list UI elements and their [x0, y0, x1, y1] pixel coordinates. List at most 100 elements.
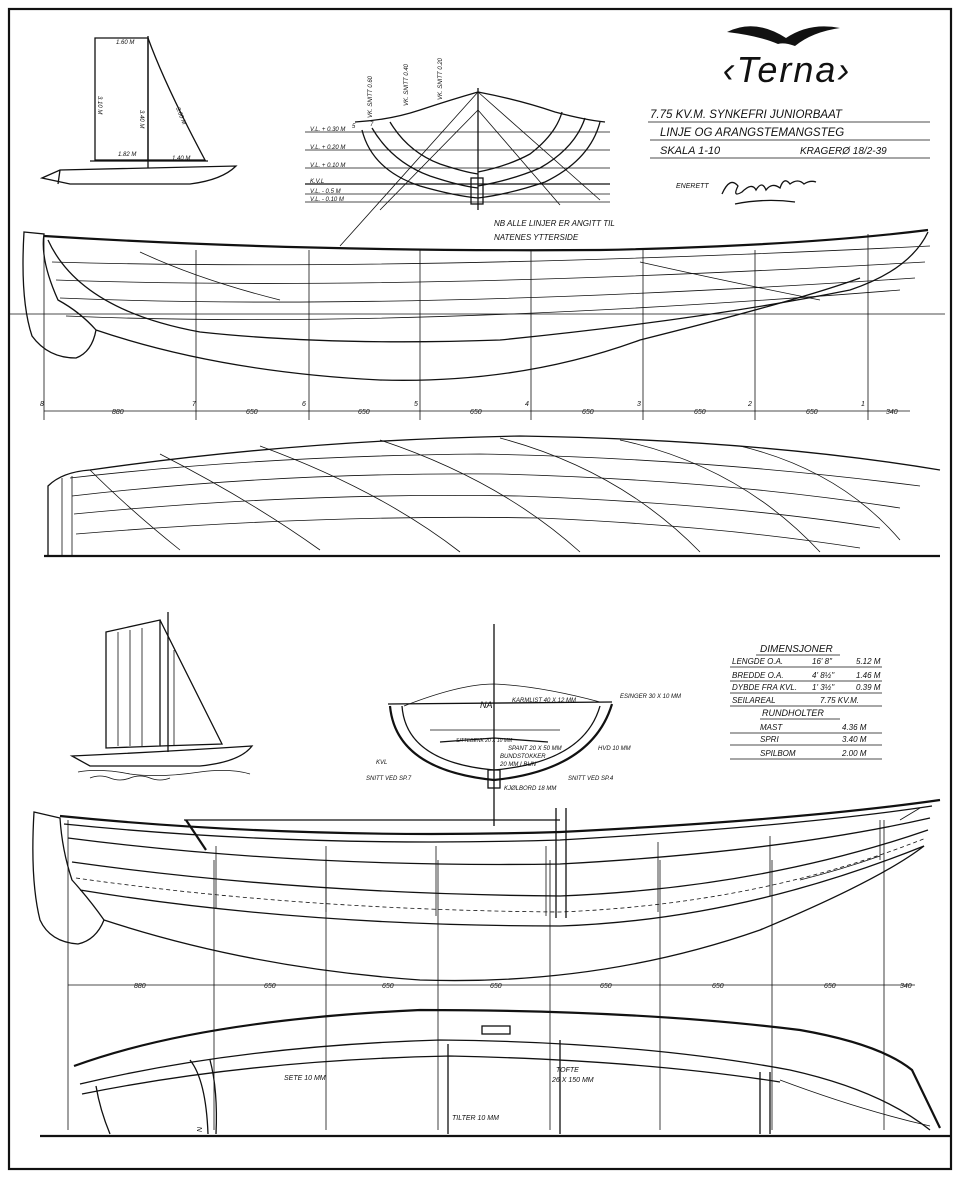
con-spacing-1: 880	[134, 983, 146, 990]
dim-row-4-label: SEILAREAL	[732, 696, 776, 705]
station-spacing-1: 880	[112, 409, 124, 416]
wl-label-2: V.L. + 0.20 M	[310, 145, 345, 151]
station-label-7: 7	[192, 401, 197, 408]
sail-leech: 3.60 M	[174, 107, 186, 126]
dim-row-2-metric: 1.46 M	[856, 671, 881, 680]
mid-kvl: KVL	[376, 760, 387, 766]
con-spacing-3: 650	[382, 983, 394, 990]
construction-profile	[32, 798, 941, 982]
dim-row-3-imperial: 1' 3½"	[812, 683, 835, 692]
construction-dimension-line: 880 650 650 650 650 650 650 340	[67, 820, 915, 1130]
dimensions-table: DIMENSJONER LENGDE O.A. 16' 8" 5.12 M BR…	[730, 644, 882, 760]
sail-mast: 3.40 M	[138, 110, 144, 128]
dim-title: DIMENSJONER	[760, 644, 833, 655]
rund-title: RUNDHOLTER	[762, 708, 824, 718]
wl-label-6: V.L. - 0.10 M	[310, 197, 344, 203]
drawing-title: ‹Terna›	[723, 49, 852, 90]
header-enerett: ENERETT	[676, 183, 709, 190]
profile-view	[10, 228, 945, 420]
rund-row-2-value: 3.40 M	[842, 735, 867, 744]
sail-luff: 3.10 M	[96, 96, 102, 114]
station-label-3: 3	[637, 401, 641, 408]
header-line-2: LINJE OG ARANGSTEMANGSTEG	[660, 127, 844, 139]
mid-na: NA	[480, 700, 493, 710]
section-label-1: VK. SNITT 0.60	[368, 75, 374, 118]
con-tilter: TILTER 10 MM	[452, 1115, 499, 1122]
mid-snitt4: SNITT VED SP.4	[568, 776, 614, 782]
con-sete: SETE 10 MM	[284, 1075, 326, 1082]
station-label-2: 2	[747, 401, 752, 408]
note-line-2: NATENES YTTERSIDE	[494, 233, 579, 242]
gull-logo-icon	[727, 26, 840, 46]
con-spacing-5: 650	[600, 983, 612, 990]
con-spacing-4: 650	[490, 983, 502, 990]
mid-bundstokker: BUNDSTOKKER	[500, 754, 546, 760]
body-plan: VK. SNITT 0.60 VK. SNITT 0.40 VK. SNITT …	[305, 57, 610, 247]
station-spacing-3: 650	[358, 409, 370, 416]
half-breadth-view	[44, 435, 941, 558]
con-nm: N	[197, 1126, 204, 1132]
midship-section: NA KARMLIST 40 X 12 MM ESINGER 30 X 10 M…	[366, 624, 681, 826]
dim-row-3-metric: 0.39 M	[856, 683, 881, 692]
station-spacing-5: 650	[582, 409, 594, 416]
rund-row-2-label: SPRI	[760, 735, 779, 744]
station-spacing-4: 650	[470, 409, 482, 416]
station-label-5: 5	[414, 401, 418, 408]
station-label-4: 4	[525, 401, 529, 408]
station-spacing-7: 650	[806, 409, 818, 416]
dim-row-2-imperial: 4' 8½"	[812, 671, 835, 680]
signature-mark	[721, 180, 817, 205]
mid-kjol: KJØLBORD 18 MM	[504, 786, 556, 792]
mid-snitt7: SNITT VED SP.7	[366, 776, 412, 782]
rund-row-3-value: 2.00 M	[841, 749, 867, 758]
interior-plan: SETE 10 MM TOFTE 26 X 150 MM TILTER 10 M…	[40, 1008, 950, 1138]
station-spacing-2: 650	[246, 409, 258, 416]
bp-station-mark-1: 5	[352, 124, 356, 130]
mid-sitte: SITTEBENK 20 X 10 MM	[456, 738, 513, 744]
station-label-8: 8	[40, 401, 44, 408]
sail-plan: 1.60 M 3.10 M 3.40 M 3.60 M 1.82 M 1.40 …	[39, 36, 238, 185]
sheet-border	[7, 7, 953, 1171]
sail-head: 1.60 M	[116, 40, 134, 46]
dim-row-4-metric: 7.75 KV.M.	[820, 696, 859, 705]
con-tofte-dim: 26 X 150 MM	[551, 1077, 594, 1084]
station-dimension-line: 8 7 6 5 4 3 2 1 880 650 650 650 650 650 …	[40, 401, 910, 416]
mid-spant: SPANT 20 X 50 MM	[508, 746, 562, 752]
mid-ripe: KARMLIST 40 X 12 MM	[512, 698, 576, 704]
rund-row-1-value: 4.36 M	[842, 723, 867, 732]
dim-row-1-metric: 5.12 M	[856, 657, 881, 666]
wl-label-1: V.L. + 0.30 M	[310, 127, 345, 133]
con-spacing-8: 340	[900, 983, 912, 990]
sail-foot: 1.82 M	[118, 152, 136, 158]
mid-esing: ESINGER 30 X 10 MM	[620, 694, 681, 700]
dim-row-1-label: LENGDE O.A.	[732, 657, 783, 666]
sail-boom: 1.40 M	[172, 156, 190, 162]
bp-station-mark-2: 7	[370, 122, 374, 128]
section-label-2: VK. SNITT 0.40	[404, 63, 410, 106]
con-tofte: TOFTE	[556, 1067, 579, 1074]
station-label-6: 6	[302, 401, 306, 408]
wl-label-3: V.L. + 0.10 M	[310, 163, 345, 169]
dim-row-2-label: BREDDE O.A.	[732, 671, 784, 680]
station-spacing-6: 650	[694, 409, 706, 416]
section-label-3: VK. SNITT 0.20	[438, 57, 444, 100]
note-line-1: NB ALLE LINJER ER ANGITT TIL	[494, 219, 615, 228]
header-line-1: 7.75 KV.M. SYNKEFRI JUNIORBAAT	[650, 109, 843, 121]
con-spacing-7: 650	[824, 983, 836, 990]
title-block: ‹Terna› 7.75 KV.M. SYNKEFRI JUNIORBAAT L…	[648, 26, 930, 205]
dim-row-1-imperial: 16' 8"	[812, 657, 833, 666]
mid-bunn: 20 MM I BUN	[499, 762, 537, 768]
mid-hvd: HVD 10 MM	[598, 746, 631, 752]
con-spacing-2: 650	[264, 983, 276, 990]
header-place-date: KRAGERØ 18/2-39	[800, 146, 887, 157]
header-scale: SKALA 1-10	[660, 145, 721, 157]
con-spacing-6: 650	[712, 983, 724, 990]
sailing-sketch	[69, 612, 254, 781]
station-spacing-8: 340	[886, 409, 898, 416]
dim-row-3-label: DYBDE FRA KVL.	[732, 683, 797, 692]
rund-row-3-label: SPILBOM	[760, 749, 796, 758]
wl-label-4: K.V.L	[310, 179, 324, 185]
rund-row-1-label: MAST	[760, 723, 783, 732]
station-label-1: 1	[861, 401, 865, 408]
